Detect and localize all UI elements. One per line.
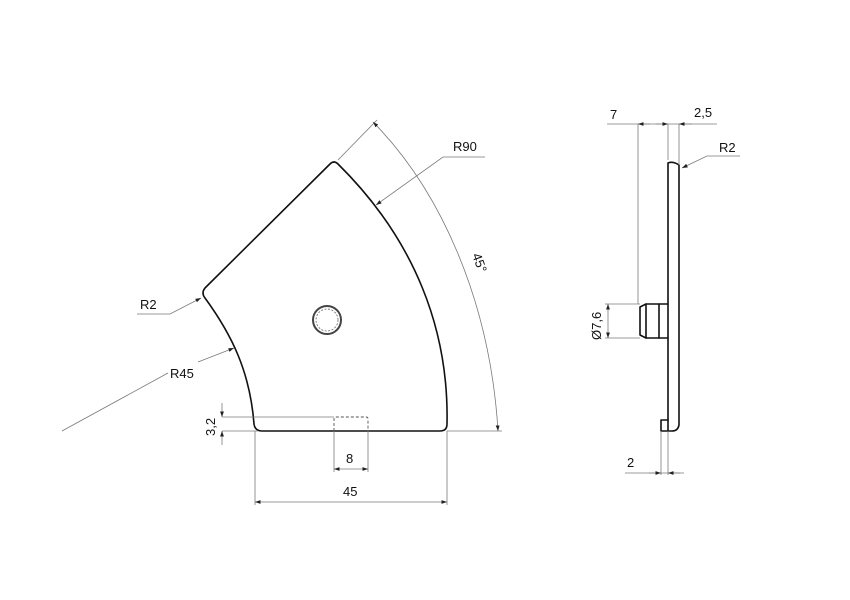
hidden-slot xyxy=(333,416,369,431)
pin-diameter-label: Ø7,6 xyxy=(589,312,604,340)
pin xyxy=(639,303,669,339)
pin-length-label: 7 xyxy=(610,107,617,122)
outer-radius-label: R90 xyxy=(453,139,477,154)
side-corner-radius-label: R2 xyxy=(719,140,736,155)
side-view: 7 2,5 R2 Ø7,6 2 xyxy=(589,105,740,475)
plate-outline xyxy=(667,161,680,432)
slot-width-label: 8 xyxy=(346,451,353,466)
inner-radius-label: R45 xyxy=(170,366,194,381)
angle-label: 45° xyxy=(469,251,490,275)
part-outline xyxy=(202,161,448,432)
base-width-label: 45 xyxy=(343,484,357,499)
slot-height-label: 3,2 xyxy=(203,418,218,436)
bottom-lip xyxy=(660,419,669,432)
plate-thickness-label: 2,5 xyxy=(694,105,712,120)
lip-width-label: 2 xyxy=(627,455,634,470)
front-view: 45° R90 R2 R45 3,2 8 45 xyxy=(61,119,502,505)
center-hole xyxy=(312,305,342,335)
corner-radius-label: R2 xyxy=(140,297,157,312)
